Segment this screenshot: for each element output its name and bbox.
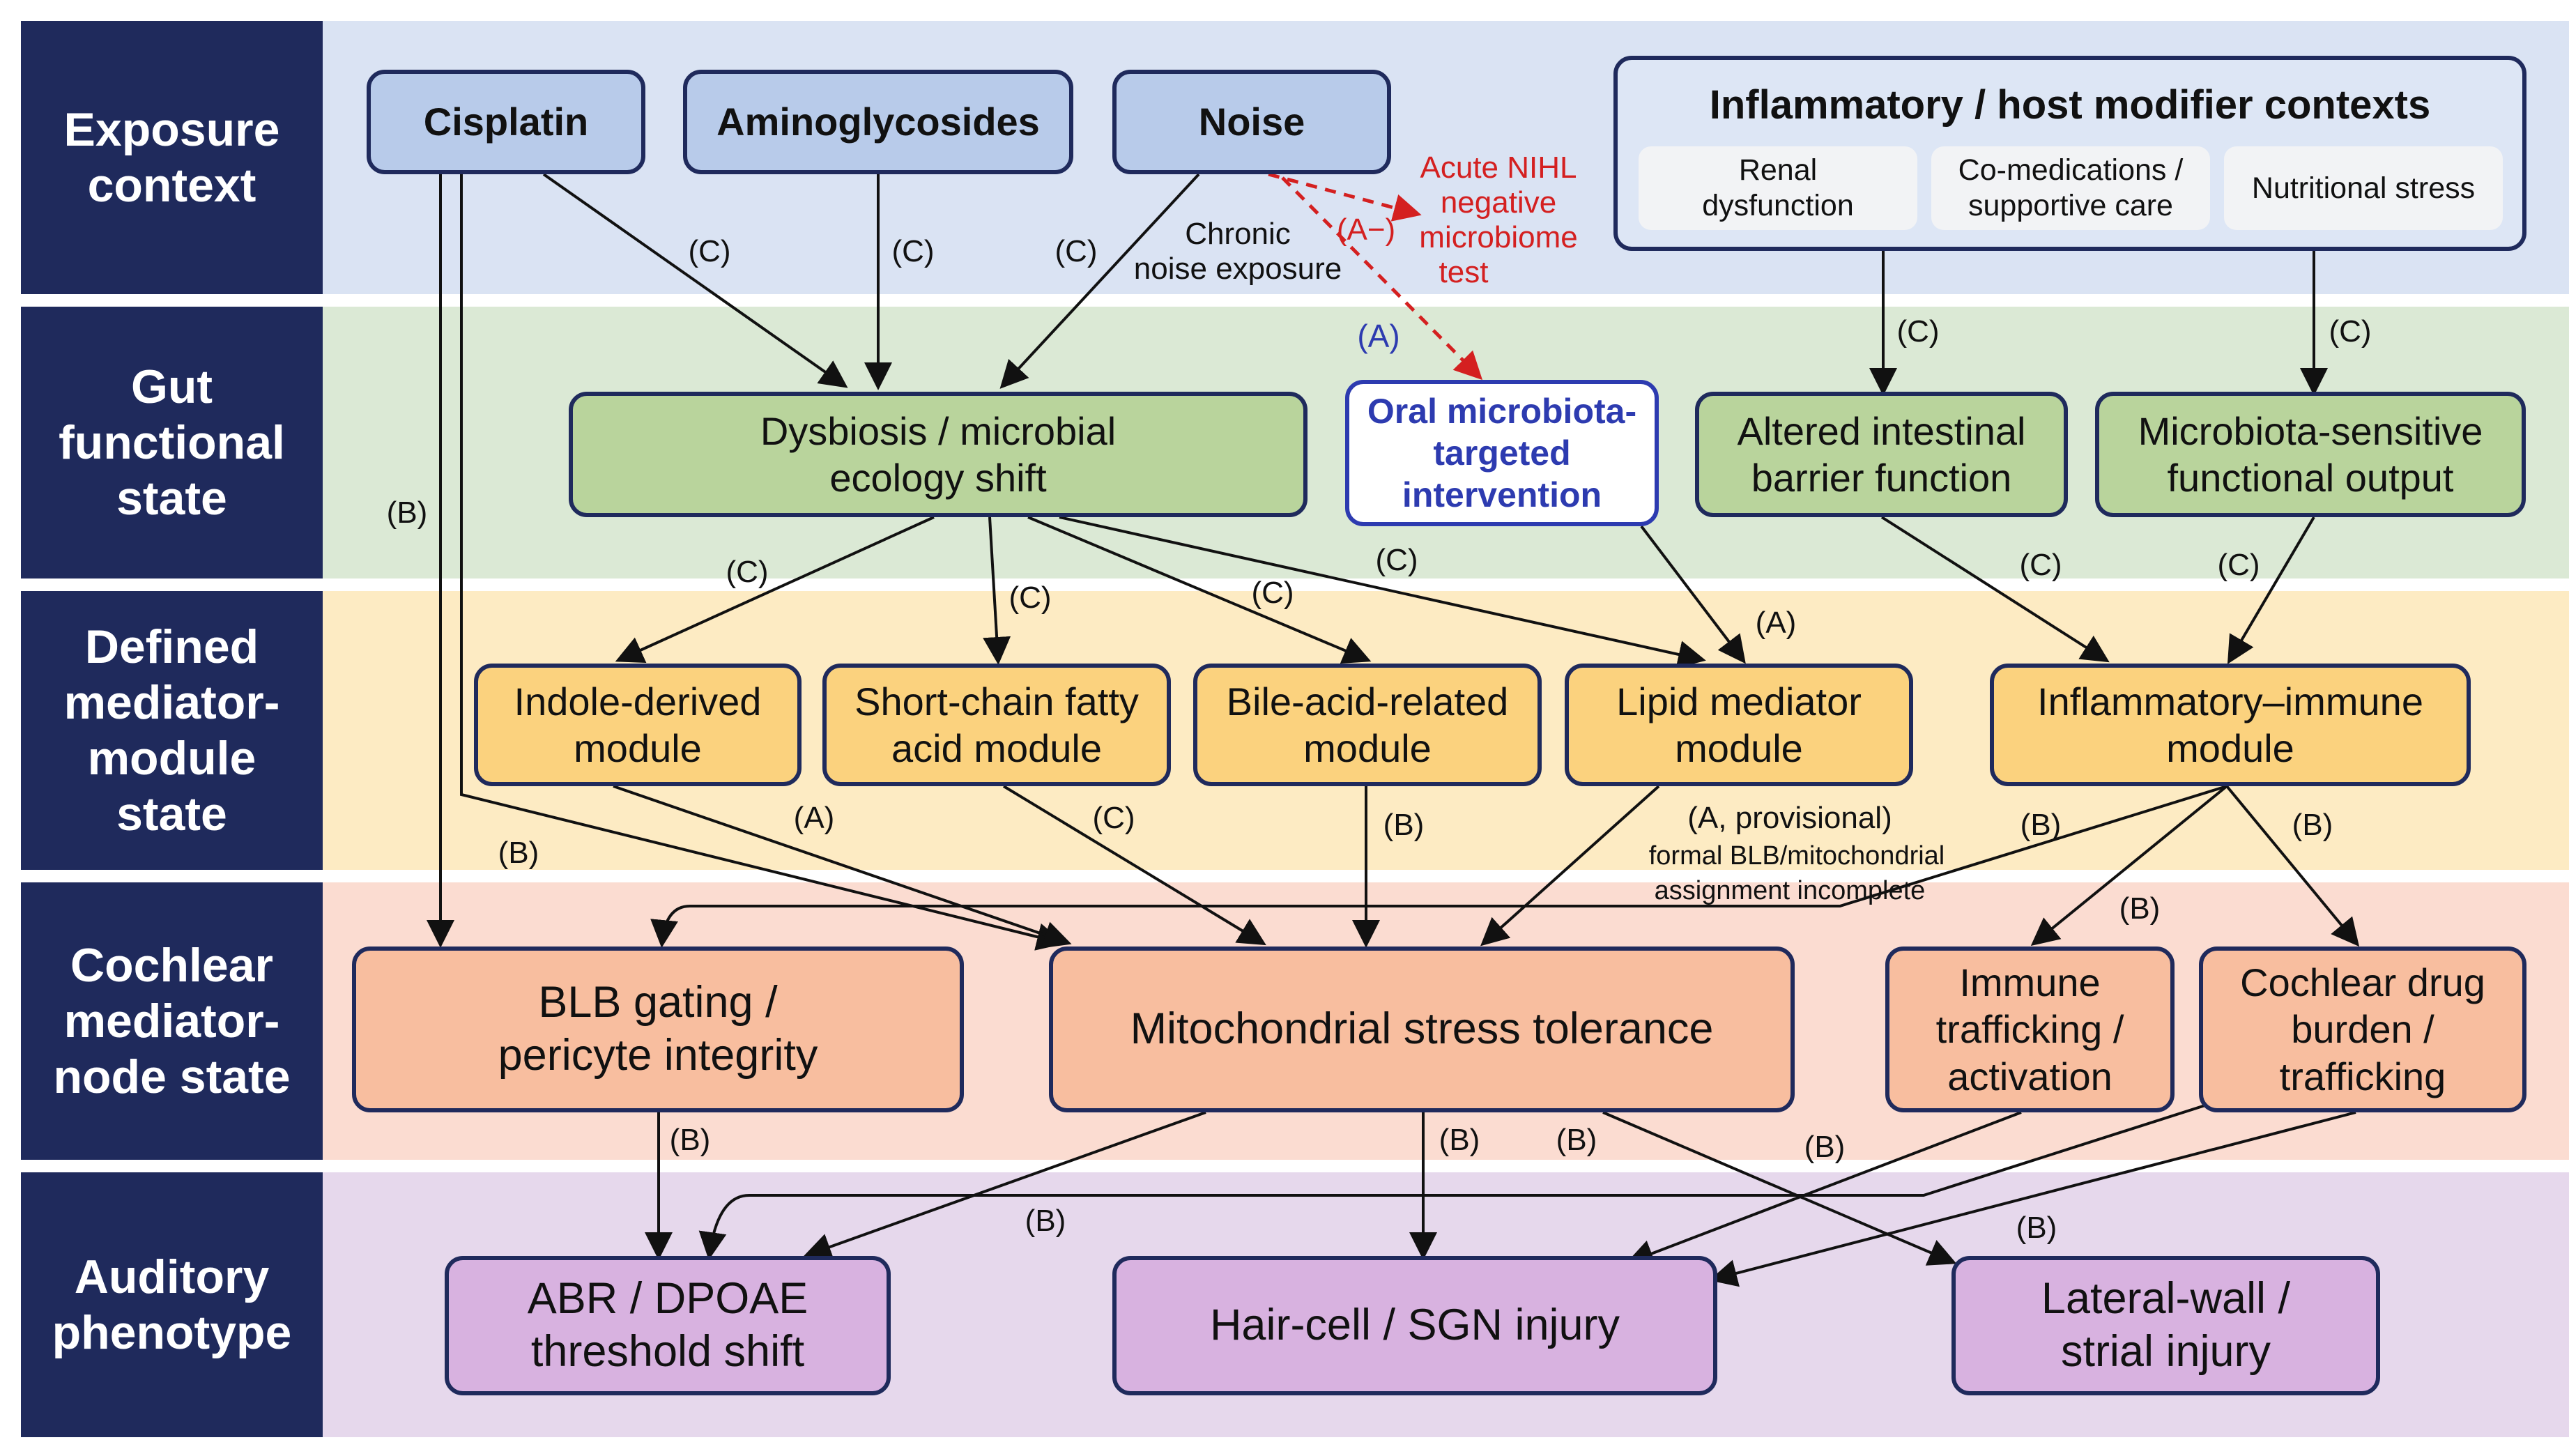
- label-dys-bile: (C): [1251, 576, 1294, 610]
- host-modifier-panel: Inflammatory / host modifier contexts Re…: [1613, 56, 2526, 251]
- label-dys-scfa: (C): [1009, 581, 1051, 615]
- node-lipid: Lipid mediator module: [1565, 664, 1913, 786]
- label-mito-abr: (B): [1025, 1204, 1066, 1238]
- node-abr-dpoae: ABR / DPOAE threshold shift: [445, 1256, 891, 1395]
- edge-oral-lipid: [1640, 525, 1746, 664]
- row-label-exposure: Exposure context: [21, 21, 323, 294]
- row-label-gut: Gut functional state: [21, 307, 323, 578]
- edge-barrier-immune: [1880, 516, 2110, 663]
- edge-immune-drug: [2225, 785, 2360, 947]
- edge-mito-lateral: [1602, 1111, 1957, 1266]
- host-comedications: Co-medications / supportive care: [1931, 146, 2210, 230]
- label-micro-imm: (C): [2217, 548, 2260, 582]
- node-lateral-wall: Lateral-wall / strial injury: [1951, 1256, 2380, 1395]
- row-label-auditory: Auditory phenotype: [21, 1172, 323, 1437]
- edge-indole-mito: [613, 785, 1072, 949]
- label-cis-dys: (C): [688, 234, 730, 268]
- host-modifier-title: Inflammatory / host modifier contexts: [1709, 82, 2431, 128]
- edge-dysbiosis-bile: [1027, 516, 1372, 664]
- node-bile: Bile-acid-related module: [1193, 664, 1542, 786]
- edge-cisplatin-mito: [460, 174, 1065, 951]
- node-barrier: Altered intestinal barrier function: [1695, 392, 2068, 517]
- row-label-mediator: Defined mediator- module state: [21, 591, 323, 870]
- label-lipid-provisional: (A, provisional): [1687, 801, 1892, 835]
- node-immune-trafficking: Immune trafficking / activation: [1885, 947, 2175, 1112]
- edge-drug-abr: [698, 1103, 2210, 1260]
- host-renal: Renal dysfunction: [1639, 146, 1917, 230]
- label-chronic-2: noise exposure: [1134, 252, 1342, 286]
- label-barrier-imm: (C): [2019, 548, 2062, 582]
- edge-dysbiosis-lipid: [1059, 516, 1706, 668]
- edge-drug-haircell: [1709, 1111, 2356, 1287]
- host-nutritional: Nutritional stress: [2224, 146, 2503, 230]
- label-acute-2: negative: [1441, 185, 1556, 220]
- edge-noise-oral: [1281, 176, 1483, 381]
- node-immune-module: Inflammatory–immune module: [1990, 664, 2471, 786]
- label-drug-hair: (B): [2016, 1211, 2057, 1245]
- label-dys-indole: (C): [726, 555, 768, 589]
- edge-microbiota-immune: [2227, 516, 2315, 664]
- node-indole: Indole-derived module: [474, 664, 802, 786]
- label-lipid-note-2: assignment incomplete: [1655, 876, 1926, 905]
- edge-noise-dysbiosis: [999, 173, 1200, 389]
- label-traf-hair: (B): [1804, 1130, 1846, 1164]
- row-label-cochlear: Cochlear mediator- node state: [21, 882, 323, 1160]
- node-oral-intervention: Oral microbiota- targeted intervention: [1345, 380, 1659, 526]
- label-lipid-note-1: formal BLB/mitochondrial: [1649, 841, 1945, 871]
- node-dysbiosis: Dysbiosis / microbial ecology shift: [569, 392, 1307, 517]
- edge-trafficking-haircell: [1625, 1111, 2022, 1267]
- edge-lipid-mito: [1480, 785, 1660, 947]
- edge-noise-acute-test: [1268, 172, 1422, 222]
- label-acute-3: microbiome: [1419, 220, 1577, 254]
- label-chronic-1: Chronic: [1185, 217, 1291, 251]
- label-mito-lat: (B): [1556, 1123, 1597, 1157]
- edge-cisplatin-dysbiosis: [542, 173, 848, 388]
- edge-mito-abr: [803, 1111, 1206, 1261]
- label-imm-drug: (B): [2292, 808, 2333, 842]
- label-oral-lipid: (A): [1756, 606, 1797, 640]
- label-a-minus: (A−): [1337, 213, 1395, 247]
- label-noise-dys: (C): [1055, 234, 1097, 268]
- label-blb-abr: (B): [670, 1123, 711, 1157]
- label-imm-traf: (B): [2119, 891, 2161, 926]
- node-noise: Noise: [1112, 70, 1391, 174]
- node-drug-burden: Cochlear drug burden / trafficking: [2199, 947, 2526, 1112]
- label-imm-blb: (B): [2020, 808, 2062, 842]
- node-cisplatin: Cisplatin: [367, 70, 645, 174]
- label-acute-1: Acute NIHL: [1420, 151, 1577, 185]
- label-a-oral: (A): [1357, 318, 1399, 354]
- edge-scfa-mito: [1002, 785, 1266, 946]
- node-mitochondrial: Mitochondrial stress tolerance: [1049, 947, 1795, 1112]
- label-acute-4: test: [1439, 255, 1489, 289]
- label-c-micro: (C): [2329, 314, 2371, 348]
- label-cis-mito-b: (B): [498, 836, 539, 870]
- node-aminoglycosides: Aminoglycosides: [683, 70, 1073, 174]
- label-bile-mito: (B): [1383, 808, 1425, 842]
- edge-dysbiosis-scfa: [983, 516, 1011, 665]
- label-indole-mito: (A): [794, 801, 835, 835]
- label-scfa-mito: (C): [1092, 801, 1135, 835]
- node-haircell-sgn: Hair-cell / SGN injury: [1112, 1256, 1717, 1395]
- node-scfa: Short-chain fatty acid module: [822, 664, 1171, 786]
- node-blb: BLB gating / pericyte integrity: [352, 947, 964, 1112]
- label-c-barrier: (C): [1896, 314, 1939, 348]
- edge-dysbiosis-indole: [615, 516, 935, 664]
- node-microbiota-output: Microbiota-sensitive functional output: [2095, 392, 2526, 517]
- label-mito-hair: (B): [1439, 1123, 1480, 1157]
- edge-immune-trafficking: [2030, 785, 2228, 947]
- label-cis-b: (B): [387, 496, 428, 530]
- label-dys-lipid: (C): [1375, 543, 1418, 577]
- label-amino-dys: (C): [891, 234, 934, 268]
- edge-immune-blb: [650, 785, 2227, 948]
